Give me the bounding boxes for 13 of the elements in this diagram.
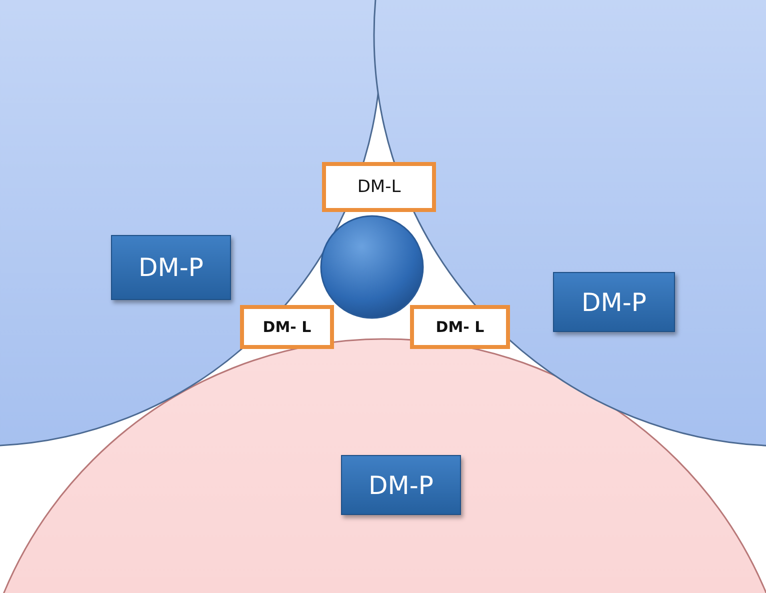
- box-label: DM- L: [262, 318, 312, 336]
- link-label-box: [240, 305, 334, 349]
- sphere: [320, 215, 424, 319]
- box-label: DM-P: [138, 253, 204, 282]
- domain-label-box: [111, 235, 231, 300]
- box-label: DM-P: [582, 288, 646, 316]
- box-label: DM-L: [357, 177, 401, 197]
- domain-label-box: [341, 455, 461, 515]
- link-label-box: [322, 162, 436, 212]
- domain-label-box: [553, 272, 675, 332]
- box-label: DM- L: [436, 318, 484, 336]
- box-label: DM-P: [368, 470, 434, 500]
- link-label-box: [410, 305, 510, 349]
